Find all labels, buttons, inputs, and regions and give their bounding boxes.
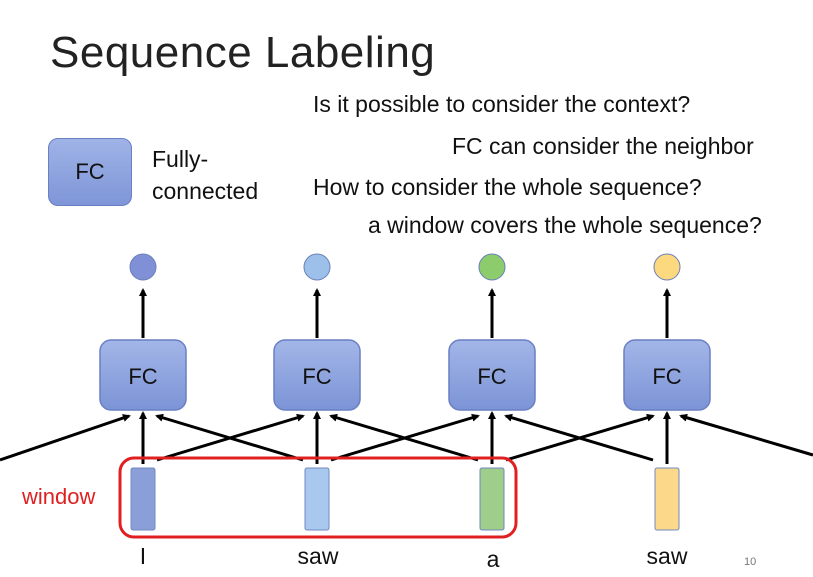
token-word-3: a [486,546,500,572]
note-fc-neighbor: FC can consider the neighbor [452,133,754,159]
question-context: Is it possible to consider the context? [313,91,691,117]
token-vector-1 [130,467,156,531]
token-word-2: saw [297,543,339,569]
legend-label: Fully- connected [152,143,258,207]
arrow-right-neighbor-to-fc-4 [679,413,813,457]
output-node-1 [129,253,157,281]
arrow-left-neighbor-to-fc-2 [156,413,305,462]
token-vector-3 [479,467,505,531]
fc-box-4 [623,339,711,411]
output-node-4 [653,253,681,281]
legend-fc-box-label: FC [75,159,105,184]
nodes-layer [99,253,711,539]
token-vector-4 [654,467,680,531]
legend-fc-box: FC [48,138,132,206]
token-word-1: I [139,543,147,569]
output-node-3 [478,253,506,281]
fc-labels-layer: FC FC FC FC [128,364,681,389]
question-window: a window covers the whole sequence? [368,212,762,238]
slide-title: Sequence Labeling [50,28,436,77]
fc-box-3 [448,339,536,411]
fc-box-label-1: FC [128,364,157,389]
edges-layer [0,288,813,464]
fc-box-label-4: FC [652,364,681,389]
arrow-left-neighbor-to-fc-4 [505,413,655,462]
page-number: 10 [744,556,757,568]
token-vector-2 [304,467,330,531]
fc-box-1 [99,339,187,411]
question-whole-sequence: How to consider the whole sequence? [313,174,702,200]
fc-box-label-2: FC [302,364,331,389]
window-highlight [118,456,518,539]
output-node-2 [303,253,331,281]
fc-box-2 [273,339,361,411]
legend-label-line1: Fully- [152,146,209,172]
token-word-4: saw [646,543,688,569]
fc-box-label-3: FC [477,364,506,389]
legend-label-line2: connected [152,178,259,204]
window-label: window [22,484,96,509]
arrow-left-neighbor-to-fc-1 [0,414,131,462]
arrow-left-neighbor-to-fc-3 [330,413,480,462]
